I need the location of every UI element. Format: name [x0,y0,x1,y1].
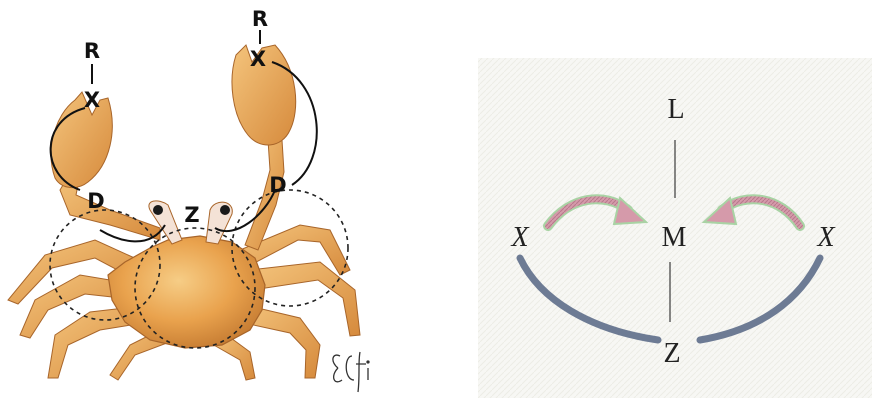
model-panel: L M Z X X [478,58,872,398]
crab-label-x-left: X [84,88,100,112]
crab-label-r-right: R [252,7,268,31]
crab-label-d-left: D [87,189,104,213]
crab-shell [108,236,265,348]
crab-label-x-right: X [250,47,266,71]
model-label-x-left: X [510,222,529,253]
model-label-m: M [662,222,687,253]
crab-label-z: Z [184,203,199,227]
crab-label-r-left: R [84,39,100,63]
crab-claw-left [51,92,160,240]
crab-label-d-right: D [269,173,286,197]
crab-claw-right [232,45,296,250]
model-label-l: L [667,94,684,125]
model-label-z: Z [663,338,680,369]
crab-panel: R X R X D D Z [8,7,369,392]
artist-signature [333,352,369,392]
model-label-x-right: X [816,222,835,253]
